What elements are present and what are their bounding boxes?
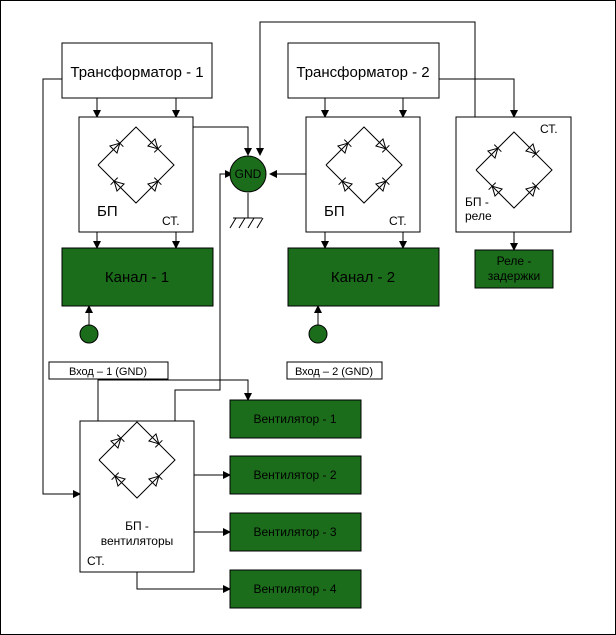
connector-icon — [308, 324, 328, 344]
channel-2-label: Канал - 2 — [331, 269, 395, 286]
fan-1: Вентилятор - 1 — [229, 399, 362, 439]
power-supply-fans-name-2: вентиляторы — [101, 534, 174, 548]
fan-2: Вентилятор - 2 — [229, 455, 362, 495]
fan-2-label: Вентилятор - 2 — [253, 468, 336, 482]
fan-3: Вентилятор - 3 — [229, 512, 362, 552]
power-supply-1-tag: СТ. — [162, 214, 180, 228]
input-connector-2: Вход – 2 (GND) — [286, 324, 383, 380]
power-supply-fans: БП - вентиляторы СТ. — [79, 420, 195, 573]
power-supply-2-name: БП — [324, 203, 345, 220]
power-supply-2: БП СТ. — [305, 116, 421, 233]
transformer-2: Трансформатор - 2 — [287, 42, 440, 99]
channel-2: Канал - 2 — [287, 247, 440, 307]
relay-label-2: задержки — [488, 269, 541, 283]
power-supply-1: БП СТ. — [78, 116, 194, 233]
power-supply-relay-name-2: реле — [465, 209, 492, 223]
channel-1-label: Канал - 1 — [105, 269, 169, 286]
fan-3-label: Вентилятор - 3 — [253, 525, 336, 539]
transformer-1-label: Трансформатор - 1 — [70, 64, 203, 81]
wires — [42, 21, 518, 593]
gnd-node: GND — [229, 155, 267, 193]
fan-4-label: Вентилятор - 4 — [253, 582, 336, 596]
fan-4: Вентилятор - 4 — [229, 569, 362, 609]
relay-label-1: Реле - — [497, 254, 532, 268]
power-supply-2-tag: СТ. — [389, 214, 407, 228]
input-2-label: Вход – 2 (GND) — [295, 366, 373, 378]
power-supply-relay: СТ. БП - реле — [455, 116, 572, 233]
fan-1-label: Вентилятор - 1 — [253, 412, 336, 426]
power-supply-fans-tag: СТ. — [87, 554, 105, 568]
channel-1: Канал - 1 — [61, 247, 214, 307]
transformer-2-label: Трансформатор - 2 — [296, 64, 429, 81]
input-connector-1: Вход – 1 (GND) — [48, 324, 169, 380]
power-supply-relay-tag: СТ. — [540, 122, 558, 136]
input-1-label: Вход – 1 (GND) — [69, 366, 147, 378]
transformer-1: Трансформатор - 1 — [61, 42, 213, 99]
power-supply-fans-name-1: БП - — [125, 519, 149, 533]
power-supply-1-name: БП — [97, 203, 118, 220]
connector-icon — [79, 324, 99, 344]
relay-box: Реле - задержки — [474, 249, 554, 289]
gnd-label: GND — [235, 167, 262, 181]
power-supply-relay-name-1: БП - — [465, 195, 489, 209]
